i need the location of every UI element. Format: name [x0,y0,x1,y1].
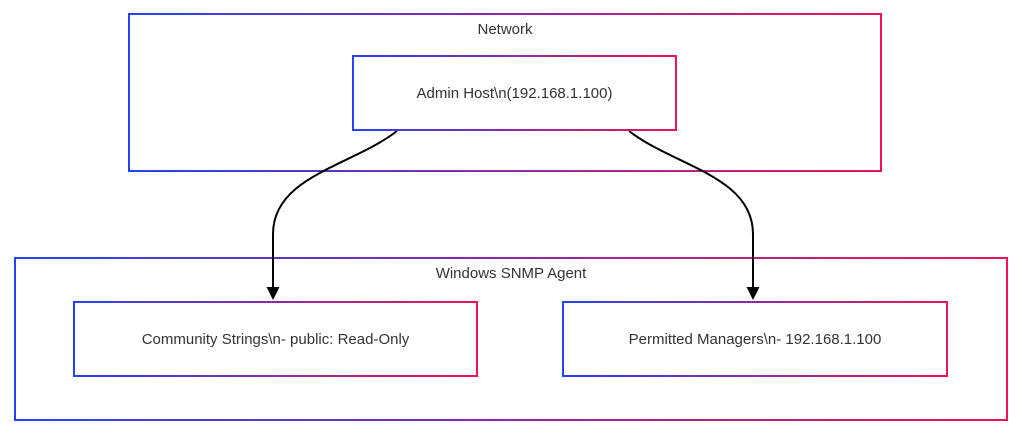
node-permitted-managers: Permitted Managers\n- 192.168.1.100 [562,301,948,377]
node-community-strings: Community Strings\n- public: Read-Only [73,301,478,377]
group-network-label: Network [477,21,533,38]
group-windows-snmp-agent-label: Windows SNMP Agent [435,265,587,282]
node-admin-host: Admin Host\n(192.168.1.100) [352,55,677,131]
